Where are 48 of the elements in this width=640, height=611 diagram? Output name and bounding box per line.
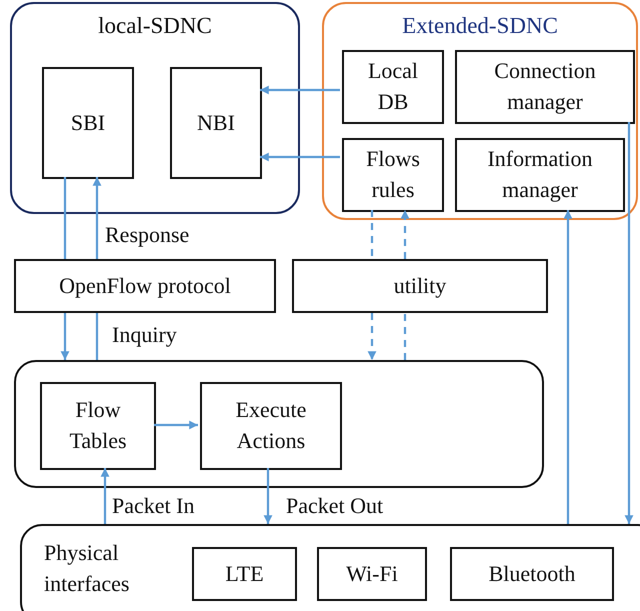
process-box [200,382,342,470]
process-box [342,50,444,124]
process-box [40,382,156,470]
arrow [624,122,634,524]
arrow [154,420,198,430]
process-box [170,67,262,179]
arrow [260,152,340,162]
arrow [60,313,70,360]
edge-label: Response [105,222,190,248]
box-label: Bluetooth [488,560,576,588]
box-label: Flows rules [365,145,421,204]
edge-label: Packet In [112,493,194,519]
box-label: NBI [197,108,235,137]
arrow [92,177,102,259]
process-box [317,547,427,601]
arrow [264,468,272,524]
process-box [192,547,297,601]
box-label: OpenFlow protocol [59,272,231,300]
group-box [20,524,640,611]
box-label: utility [394,272,446,300]
process-box [14,259,276,313]
group-title: Physical interfaces [44,539,130,598]
rounded-box [14,360,544,488]
arrow [260,86,340,94]
edge-label: Packet Out [286,493,384,519]
process-box [450,547,614,601]
box-label: Connection manager [493,57,597,116]
group-box [322,2,638,220]
box-label: LTE [225,560,264,588]
group-box [10,2,300,214]
group-title: local-SDNC [98,12,212,40]
box-label: Wi-Fi [346,560,398,588]
process-box [292,259,548,313]
arrow [564,210,572,524]
edge-label: Inquiry [112,322,177,348]
process-box [455,50,635,124]
box-label: SBI [70,108,106,137]
box-label: Execute Actions [234,396,308,455]
process-box [42,67,134,179]
arrow [368,313,376,360]
arrow [400,210,410,259]
arrow [100,468,110,524]
process-box [342,138,444,212]
process-box [455,138,625,212]
box-label: Flow Tables [68,396,128,455]
group-title: Extended-SDNC [402,12,558,40]
box-label: Local DB [366,57,420,116]
box-label: Information manager [486,145,594,204]
